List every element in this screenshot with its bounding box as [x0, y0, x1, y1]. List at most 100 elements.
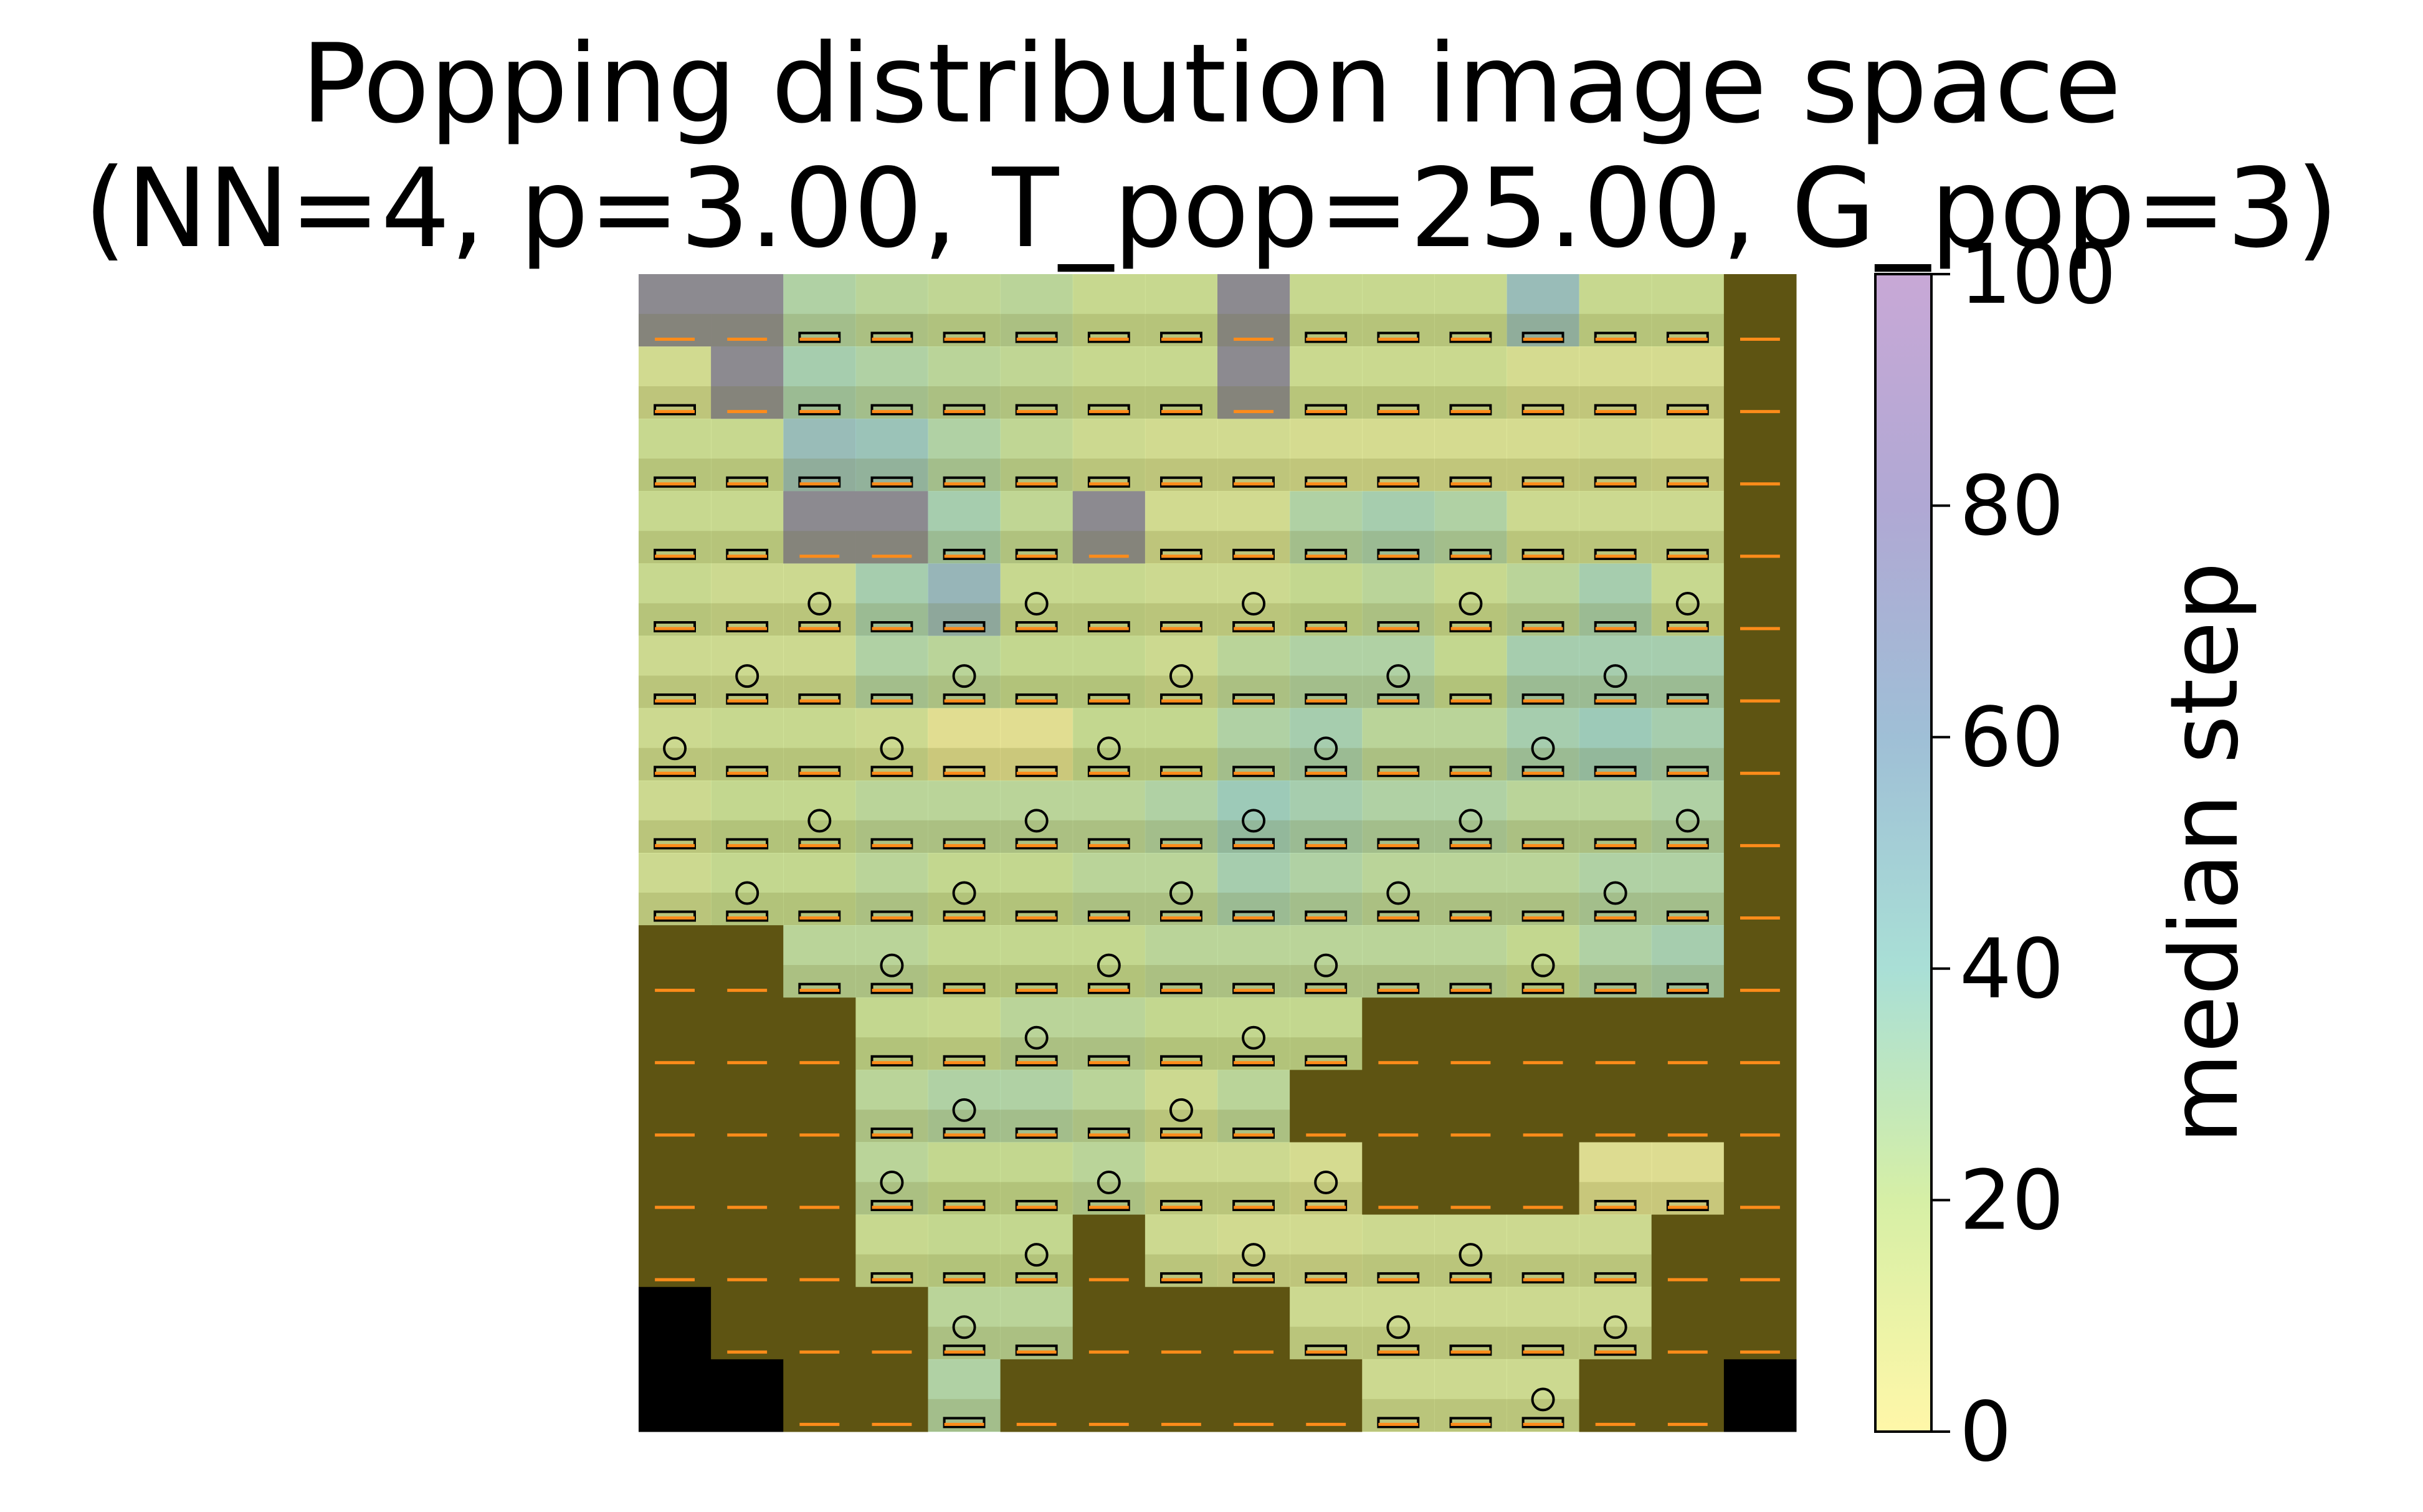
boxplot-box: [1232, 693, 1275, 705]
heatmap-cell: [928, 1359, 1001, 1432]
cell-shade: [855, 1327, 928, 1359]
heatmap-cell: [928, 1070, 1001, 1143]
heatmap-cell: [855, 491, 928, 564]
cell-shade: [1073, 1399, 1145, 1432]
boxplot-box: [870, 766, 913, 777]
cell-shade: [1724, 459, 1796, 491]
boxplot-box: [1594, 1344, 1637, 1356]
boxplot-box: [1015, 693, 1058, 705]
boxplot-box: [1594, 838, 1637, 850]
boxplot-box: [726, 910, 769, 922]
heatmap-cell: [1651, 491, 1725, 564]
heatmap-cell: [1579, 925, 1652, 998]
heatmap-cell: [1579, 635, 1652, 709]
heatmap-cell: [1145, 491, 1218, 564]
boxplot-box: [1521, 838, 1564, 850]
heatmap-cell: [1651, 635, 1725, 709]
cell-shade: [639, 1254, 711, 1286]
boxplot-outlier: [1386, 1315, 1411, 1339]
heatmap-cell: [783, 1070, 856, 1143]
heatmap-cell: [1000, 274, 1073, 347]
boxplot-box: [943, 1272, 986, 1284]
boxplot-box: [1305, 693, 1348, 705]
heatmap-cell: [711, 1286, 784, 1360]
cell-shade: [1145, 1399, 1217, 1432]
cell-shade: [1724, 314, 1796, 346]
heatmap-cell: [783, 274, 856, 347]
heatmap-cell: [1651, 708, 1725, 781]
boxplot-box: [1594, 476, 1637, 488]
cell-shade: [711, 386, 784, 419]
boxplot-box: [1305, 1200, 1348, 1212]
boxplot-box: [1449, 548, 1492, 560]
boxplot-outlier: [1242, 1243, 1266, 1267]
boxplot-box: [943, 331, 986, 343]
heatmap-cell: [639, 708, 712, 781]
cell-shade: [711, 313, 784, 347]
cell-shade: [639, 965, 711, 997]
boxplot-outlier: [952, 1315, 976, 1339]
heatmap-cell: [1290, 1286, 1363, 1360]
boxplot-box: [1087, 621, 1130, 633]
boxplot-outlier: [1531, 1387, 1555, 1412]
cell-shade: [783, 1327, 855, 1359]
boxplot-box: [798, 404, 841, 416]
boxplot-box: [1015, 982, 1058, 994]
heatmap-cell: [1651, 1359, 1725, 1432]
heatmap-cell: [711, 1214, 784, 1288]
heatmap-cell: [1362, 1359, 1435, 1432]
heatmap-cell: [711, 635, 784, 709]
boxplot-box: [798, 331, 841, 343]
heatmap-cell: [1434, 1142, 1507, 1215]
cell-shade: [1217, 386, 1290, 419]
boxplot-box: [1666, 766, 1709, 777]
heatmap-cell: [1362, 419, 1435, 492]
heatmap-cell: [1434, 419, 1507, 492]
heatmap-cell: [639, 1214, 712, 1288]
heatmap-cell: [1507, 1286, 1580, 1360]
heatmap-cell: [1290, 1359, 1363, 1432]
heatmap-cell: [711, 491, 784, 564]
boxplot-box: [1377, 476, 1420, 488]
boxplot-box: [1232, 766, 1275, 777]
heatmap-cell: [1723, 274, 1797, 347]
boxplot-box: [1594, 621, 1637, 633]
heatmap-cell: [855, 708, 928, 781]
boxplot-box: [1160, 1055, 1202, 1067]
heatmap-cell: [1723, 780, 1797, 853]
boxplot-box: [1015, 1200, 1058, 1212]
cell-shade: [1073, 1327, 1145, 1359]
boxplot-box: [943, 910, 986, 922]
heatmap-cell: [1217, 1359, 1290, 1432]
boxplot-box: [798, 693, 841, 705]
heatmap-cell: [1579, 780, 1652, 853]
cell-shade: [1652, 1327, 1724, 1359]
heatmap-cell: [855, 635, 928, 709]
boxplot-box: [1232, 1055, 1275, 1067]
heatmap-cell: [928, 708, 1001, 781]
boxplot-outlier: [807, 809, 832, 833]
heatmap-cell: [1000, 853, 1073, 926]
heatmap-cell: [1434, 853, 1507, 926]
boxplot-box: [1160, 766, 1202, 777]
boxplot-box: [943, 982, 986, 994]
boxplot-box: [1666, 693, 1709, 705]
boxplot-box: [1232, 982, 1275, 994]
heatmap-cell: [1290, 853, 1363, 926]
boxplot-box: [1305, 982, 1348, 994]
boxplot-box: [943, 1055, 986, 1067]
heatmap-cell: [1507, 1142, 1580, 1215]
boxplot-box: [1521, 1344, 1564, 1356]
boxplot-box: [1449, 621, 1492, 633]
heatmap-cell: [1507, 780, 1580, 853]
boxplot-box: [1015, 331, 1058, 343]
boxplot-outlier: [1024, 1025, 1049, 1050]
heatmap-cell: [639, 925, 712, 998]
boxplot-box: [1015, 404, 1058, 416]
boxplot-outlier: [1314, 1171, 1338, 1195]
boxplot-outlier: [1024, 592, 1049, 616]
boxplot-box: [1305, 476, 1348, 488]
heatmap-cell: [1217, 1214, 1290, 1288]
boxplot-box: [1305, 404, 1348, 416]
boxplot-box: [943, 548, 986, 560]
